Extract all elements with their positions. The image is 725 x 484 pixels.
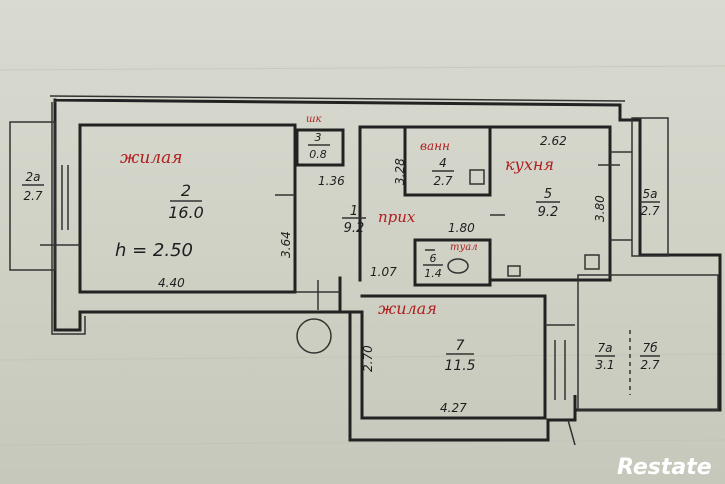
outer-walls <box>49 95 722 442</box>
room-area: 2.7 <box>23 189 42 203</box>
room-3-label: 3 0.8 <box>308 131 330 161</box>
label-living-a: жилая <box>120 148 183 168</box>
dim-4-27: 4.27 <box>440 401 467 415</box>
room-6-walls <box>413 238 492 287</box>
label-closet: шк <box>306 114 321 125</box>
room-number: 7б <box>642 341 658 355</box>
room-7a-label: 7а 3.1 <box>595 341 615 372</box>
room-area: 2.7 <box>433 174 452 188</box>
room-5a-label: 5а 2.7 <box>640 187 660 218</box>
dim-4-40: 4.40 <box>158 276 185 290</box>
dim-3-80: 3.80 <box>593 195 607 222</box>
room-number: 6 <box>430 252 437 265</box>
room-2a-label: 2а 2.7 <box>22 170 44 203</box>
room-area: 2.7 <box>640 204 659 218</box>
room-7-walls <box>338 276 547 420</box>
label-living-b: жилая <box>378 299 437 318</box>
label-hall: прих <box>378 208 416 226</box>
dim-1-80: 1.80 <box>448 221 475 235</box>
room-number: 7а <box>598 341 613 355</box>
room-area: 3.1 <box>595 358 614 372</box>
room-7b-label: 7б 2.7 <box>640 341 660 372</box>
room-area: 0.8 <box>309 148 327 161</box>
room-6-label: 6 1.4 <box>423 252 443 280</box>
ceiling-height: h = 2.50 <box>115 240 193 261</box>
room-number: 5 <box>544 187 552 202</box>
watermark: Restate <box>617 455 712 480</box>
room-area: 16.0 <box>168 203 204 222</box>
room-area: 9.2 <box>538 205 559 220</box>
dim-3-28: 3.28 <box>393 158 407 185</box>
balcony-5a <box>631 117 669 257</box>
dim-1-36: 1.36 <box>318 174 345 188</box>
room-1-label: 1 9.2 <box>342 204 366 236</box>
balcony-7ab <box>577 274 719 411</box>
room-number: 2 <box>181 181 191 200</box>
dim-1-07: 1.07 <box>370 265 397 279</box>
dim-2-62: 2.62 <box>540 134 567 148</box>
room-number: 2а <box>26 170 41 184</box>
room-area: 9.2 <box>344 221 365 236</box>
balcony-2a <box>9 121 56 271</box>
label-kitchen: кухня <box>505 155 554 174</box>
room-number: 1 <box>350 204 358 219</box>
room-4-walls <box>358 125 492 197</box>
dim-2-70: 2.70 <box>361 345 375 372</box>
room-area: 11.5 <box>444 358 475 374</box>
room-number: 5а <box>643 187 658 201</box>
room-number: 7 <box>456 338 465 354</box>
room-area: 2.7 <box>640 358 659 372</box>
room-number: 4 <box>439 156 447 170</box>
stair-circle <box>296 318 332 354</box>
room-5-walls <box>488 125 612 282</box>
dim-3-64: 3.64 <box>279 231 293 258</box>
watermark-logo: Restate <box>617 455 712 480</box>
label-bath: ванн <box>420 139 450 153</box>
room-7-label: 7 11.5 <box>444 338 475 374</box>
label-wc: туал <box>450 242 478 253</box>
room-number: 3 <box>315 131 322 144</box>
room-4-label: 4 2.7 <box>432 156 454 188</box>
room-area: 1.4 <box>424 267 442 280</box>
room-2-label: 2 16.0 <box>168 181 204 222</box>
room-3-walls <box>295 128 345 167</box>
room-5-label: 5 9.2 <box>536 187 560 220</box>
